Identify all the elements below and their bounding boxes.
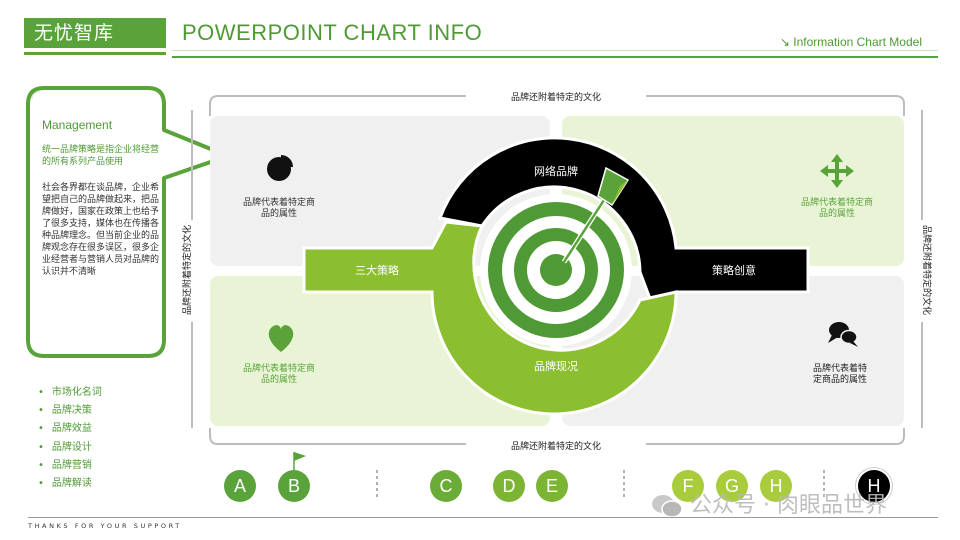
frame-label-top: 品牌还附着特定的文化	[511, 91, 601, 103]
quadrant-bottom-left-text-2: 品的属性	[261, 373, 297, 385]
letter-badge-e: E	[536, 470, 568, 502]
frame-label-right: 品牌还附着特定的文化	[921, 225, 933, 315]
list-item: •品牌决策	[38, 404, 102, 422]
footer-divider	[28, 517, 938, 518]
list-item: •品牌解读	[38, 477, 102, 495]
center-label-left: 三大策略	[355, 263, 399, 277]
letter-badge-d: D	[493, 470, 525, 502]
flag-icon	[294, 452, 306, 470]
wechat-icon	[650, 493, 684, 519]
watermark-text: 公众号 · 肉眼品世界	[690, 493, 887, 518]
quadrant-bottom-right-text-1: 品牌代表着特	[813, 362, 867, 374]
quadrant-top-right-text-1: 品牌代表着特定商	[801, 196, 873, 208]
frame-label-left: 品牌还附着特定的文化	[181, 225, 193, 315]
center-label-bottom: 品牌现况	[534, 359, 578, 373]
quadrant-top-left-text-1: 品牌代表着特定商	[243, 196, 315, 208]
center-label-top: 网络品牌	[534, 164, 578, 178]
quadrant-bottom-left-text-1: 品牌代表着特定商	[243, 362, 315, 374]
footer-text: THANKS FOR YOUR SUPPORT	[28, 522, 182, 530]
watermark: 公众号 · 肉眼品世界	[650, 487, 887, 519]
list-item: •品牌设计	[38, 441, 102, 459]
letter-badge-a: A	[224, 470, 256, 502]
list-item: •品牌效益	[38, 422, 102, 440]
frame-label-bottom: 品牌还附着特定的文化	[511, 440, 601, 452]
quadrant-bottom-right-text-2: 定商品的属性	[813, 373, 867, 385]
quadrant-top-right-text-2: 品的属性	[819, 207, 855, 219]
letter-badge-c: C	[430, 470, 462, 502]
list-item: •市场化名词	[38, 386, 102, 404]
quadrant-top-left-text-2: 品的属性	[261, 207, 297, 219]
target-icon	[480, 194, 632, 346]
list-item: •品牌营销	[38, 459, 102, 477]
letter-badge-b: B	[278, 470, 310, 502]
center-label-right: 策略创意	[712, 263, 756, 277]
bullet-list: •市场化名词 •品牌决策 •品牌效益 •品牌设计 •品牌营销 •品牌解读	[38, 386, 102, 495]
